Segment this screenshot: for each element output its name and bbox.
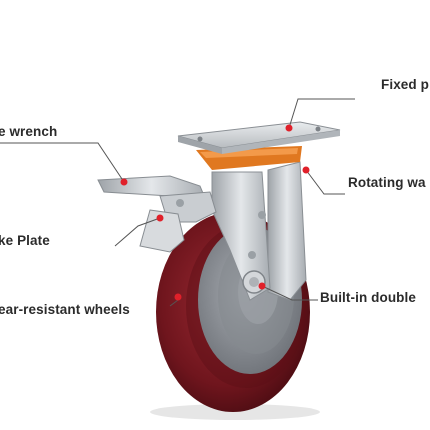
callout-lines xyxy=(0,98,355,307)
callout-dot-brake-wrench xyxy=(120,178,128,186)
callout-line-rotating xyxy=(305,169,345,195)
ground-shadow xyxy=(150,404,320,420)
label-wheels: ear-resistant wheels xyxy=(0,302,130,317)
callout-line-wheels xyxy=(169,299,179,307)
callout-dot-bearing xyxy=(258,282,266,290)
callout-dot-brake-plate xyxy=(156,214,164,222)
callout-dot-fixed-plate xyxy=(285,124,293,132)
label-brake-plate: ke Plate xyxy=(0,233,50,248)
label-fixed-plate: Fixed p xyxy=(381,77,429,92)
callout-dot-rotating xyxy=(302,166,310,174)
fork-right xyxy=(267,161,307,301)
callout-line-brake-plate xyxy=(114,217,161,247)
callout-line-brake-wrench xyxy=(0,142,125,183)
brake-plate xyxy=(139,209,185,253)
callout-dot-wheels xyxy=(174,293,182,301)
label-rotating: Rotating wa xyxy=(348,175,426,190)
callout-dots xyxy=(120,124,310,301)
callout-line-bearing xyxy=(261,285,318,301)
callout-line-fixed-plate xyxy=(288,98,355,129)
label-brake-wrench: e wrench xyxy=(0,124,58,139)
label-bearing: Built-in double xyxy=(320,290,416,305)
